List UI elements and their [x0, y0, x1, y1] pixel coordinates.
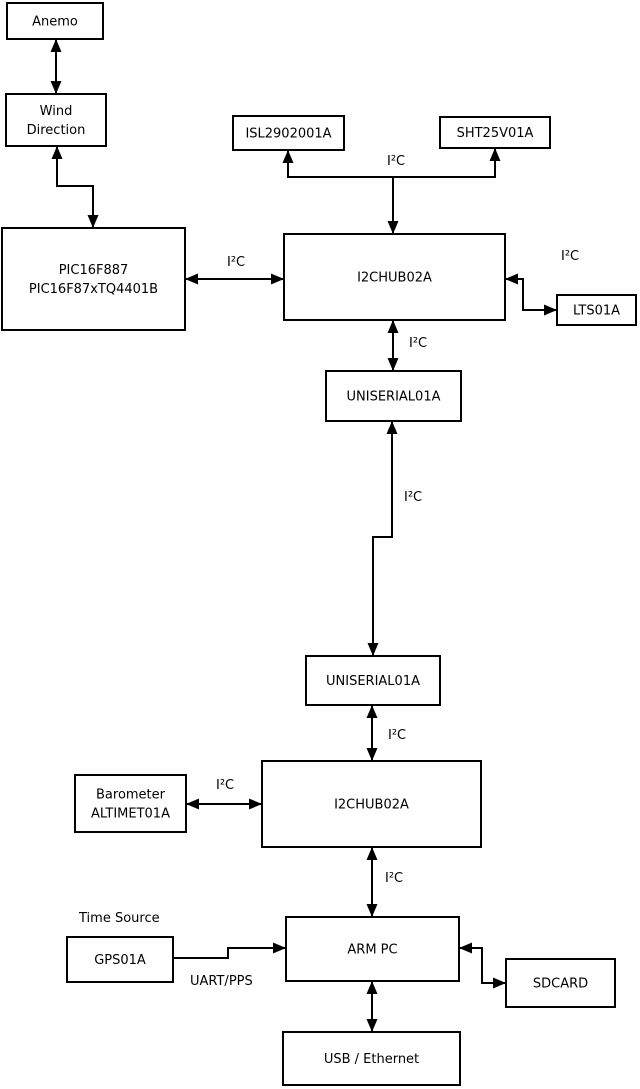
node-wind-direction-label: Wind: [40, 104, 73, 119]
node-i2chub02a-1: I2CHUB02A: [283, 233, 506, 321]
node-arm-pc-box: [285, 916, 460, 982]
node-usb-ethernet: USB / Ethernet: [282, 1031, 461, 1086]
node-anemo: Anemo: [6, 2, 104, 40]
i2c-pic-hub1-label: I²C: [227, 255, 245, 270]
node-barometer-box: [74, 774, 187, 833]
node-sht25v01a-label: SHT25V01A: [457, 126, 534, 141]
edge-uniserial1-uniserial2-connector: [367, 421, 398, 656]
node-uniserial01a-1-label: UNISERIAL01A: [347, 390, 441, 405]
node-uniserial01a-1: UNISERIAL01A: [325, 370, 462, 422]
node-i2chub02a-2: I2CHUB02A: [261, 760, 482, 848]
node-uniserial01a-2-box: [305, 655, 441, 706]
node-uniserial01a-1-box: [325, 370, 462, 422]
node-isl2902001a-box: [232, 115, 345, 151]
node-arm-pc-label: ARM PC: [347, 943, 397, 958]
edge-gps-armpc-connector: [173, 942, 286, 959]
node-lts01a-box: [556, 294, 637, 326]
node-i2chub02a-2-label: I2CHUB02A: [334, 798, 409, 813]
i2c-hub1-uniserial1-label: I²C: [409, 336, 427, 351]
i2c-fanout-label: I²C: [387, 154, 405, 169]
uart-pps-label: UART/PPS: [190, 974, 253, 989]
node-sht25v01a: SHT25V01A: [439, 116, 551, 149]
node-i2chub02a-2-box: [261, 760, 482, 848]
edge-fanout-isl-connector: [282, 150, 393, 178]
time-source-label: Time Source: [78, 911, 160, 926]
node-gps01a: GPS01A: [66, 936, 174, 983]
node-pic16f887-label: PIC16F887: [59, 263, 129, 278]
node-i2chub02a-1-box: [283, 233, 506, 321]
node-gps01a-box: [66, 936, 174, 983]
i2c-uniserial2-hub2-label: I²C: [388, 728, 406, 743]
node-arm-pc: ARM PC: [285, 916, 460, 982]
node-isl2902001a-label: ISL2902001A: [245, 127, 331, 142]
node-lts01a: LTS01A: [556, 294, 637, 326]
edge-fanout-sht-connector: [393, 148, 501, 178]
i2c-barometer-hub2-label: I²C: [216, 778, 234, 793]
node-barometer-label: Barometer: [96, 788, 166, 803]
node-i2chub02a-1-label: I2CHUB02A: [357, 271, 432, 286]
node-uniserial01a-2-label: UNISERIAL01A: [326, 674, 420, 689]
node-barometer-label: ALTIMET01A: [91, 807, 170, 822]
i2c-hub2-armpc-label: I²C: [385, 871, 403, 886]
node-uniserial01a-2: UNISERIAL01A: [305, 655, 441, 706]
node-usb-ethernet-label: USB / Ethernet: [324, 1052, 419, 1067]
i2c-uniserial-link-label: I²C: [404, 490, 422, 505]
edge-hub1-lts-connector: [505, 273, 557, 316]
node-anemo-label: Anemo: [32, 15, 78, 30]
node-pic16f887-label: PIC16F87xTQ4401B: [29, 282, 158, 297]
edge-winddir-pic-connector: [51, 146, 99, 228]
node-isl2902001a: ISL2902001A: [232, 115, 345, 151]
node-sdcard-label: SDCARD: [533, 977, 588, 992]
i2c-hub1-lts-label: I²C: [561, 249, 579, 264]
node-usb-ethernet-box: [282, 1031, 461, 1086]
edge-armpc-sdcard-connector: [459, 942, 506, 989]
node-sdcard-box: [505, 958, 616, 1008]
node-wind-direction-box: [5, 93, 107, 147]
node-gps01a-label: GPS01A: [94, 953, 146, 968]
node-sht25v01a-box: [439, 116, 551, 149]
node-lts01a-label: LTS01A: [573, 304, 620, 319]
node-sdcard: SDCARD: [505, 958, 616, 1008]
node-pic16f887-box: [1, 227, 186, 331]
node-anemo-box: [6, 2, 104, 40]
node-wind-direction-label: Direction: [27, 123, 86, 138]
